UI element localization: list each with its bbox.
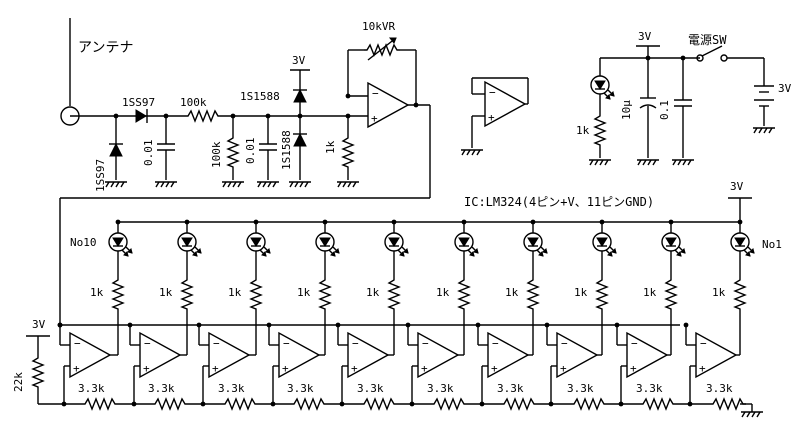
res-led-1k-label: 1k <box>228 286 242 299</box>
ladder-stage-1: 1k 3.3k <box>683 219 755 410</box>
antenna-label: アンテナ <box>78 40 133 56</box>
comparator-opamp <box>556 332 598 378</box>
led-icon <box>523 232 548 257</box>
led-icon <box>108 232 133 257</box>
comparator-opamp <box>69 332 111 378</box>
res-ladder-33k-label: 3.3k <box>567 382 594 395</box>
comparator-opamp <box>347 332 389 378</box>
opamp-reference-symbol <box>460 77 529 156</box>
supply-3v-led-label: 3V <box>730 180 744 193</box>
antenna-section: アンテナ <box>60 18 133 126</box>
res-ladder-33k-label: 3.3k <box>706 382 733 395</box>
res-led-1k-label: 1k <box>90 286 104 299</box>
led-no1-label: No1 <box>762 238 782 251</box>
res-led-1k-label: 1k <box>712 286 726 299</box>
led-icon <box>592 232 617 257</box>
res-100k-shunt-label: 100k <box>210 141 223 168</box>
ic-note-label: IC:LM324(4ピン+V、11ピンGND) <box>464 195 654 209</box>
res-led-1k-label: 1k <box>159 286 173 299</box>
led-icon <box>315 232 340 257</box>
res-ladder-33k-label: 3.3k <box>636 382 663 395</box>
detector-section: 1SS97 1SS97 0.01 100k 100k 0.01 3V <box>94 54 368 192</box>
diode-1s1588-a-label: 1S1588 <box>240 90 280 103</box>
res-1k-input-label: 1k <box>324 140 337 154</box>
led-icon <box>246 232 271 257</box>
comparator-opamp <box>139 332 181 378</box>
cap-01-label: 0.1 <box>658 100 671 120</box>
ladder-stage-9: 1k 3.3k <box>127 219 222 410</box>
ladder-stage-6: 1k 3.3k <box>335 219 431 410</box>
diode-1ss97-series-label: 1SS97 <box>122 96 155 109</box>
preamp-section: 1k 10kVR <box>59 20 431 325</box>
diode-1ss97-shunt-label: 1SS97 <box>94 159 107 192</box>
res-ladder-33k-label: 3.3k <box>357 382 384 395</box>
led-icon <box>661 232 686 257</box>
comparator-opamp <box>208 332 250 378</box>
comparator-opamp <box>695 332 737 378</box>
power-switch-label: 電源SW <box>688 33 727 47</box>
comparator-opamp <box>278 332 320 378</box>
comparator-opamp <box>487 332 529 378</box>
cap-001-a-label: 0.01 <box>142 140 155 167</box>
res-led-1k-label: 1k <box>436 286 450 299</box>
res-ladder-33k-label: 3.3k <box>218 382 245 395</box>
cap-001-b-label: 0.01 <box>244 138 257 165</box>
res-1k-pwr-label: 1k <box>576 124 590 137</box>
res-ladder-33k-label: 3.3k <box>427 382 454 395</box>
supply-3v-pwr-label: 3V <box>638 30 652 43</box>
res-led-1k-label: 1k <box>643 286 657 299</box>
supply-3v-ladder-label: 3V <box>32 318 46 331</box>
res-led-1k-label: 1k <box>574 286 588 299</box>
ladder-stage-5: 1k 3.3k <box>405 219 501 410</box>
res-ladder-33k-label: 3.3k <box>78 382 105 395</box>
battery-3v-label: 3V <box>778 82 792 95</box>
ladder-stage-4: 1k 3.3k <box>475 219 571 410</box>
led-icon <box>177 232 202 257</box>
led-icon <box>454 232 479 257</box>
cap-10u-label: 10μ <box>620 100 633 120</box>
res-led-1k-label: 1k <box>366 286 380 299</box>
ladder-stage-3: 1k 3.3k <box>544 219 640 410</box>
led-icon <box>730 232 755 257</box>
res-ladder-33k-label: 3.3k <box>287 382 314 395</box>
ladder-stage-2: 1k 3.3k <box>614 219 710 410</box>
led-icon <box>384 232 409 257</box>
res-ladder-33k-label: 3.3k <box>148 382 175 395</box>
ladder-stage-8: 1k 3.3k <box>196 219 291 410</box>
res-100k-series-label: 100k <box>180 96 207 109</box>
led-bargraph-section: IC:LM324(4ピン+V、11ピンGND) 3V 1k3.3k1k3.3k1… <box>12 180 782 418</box>
supply-3v-bias-label: 3V <box>292 54 306 67</box>
res-led-1k-label: 1k <box>297 286 311 299</box>
led-no10-label: No10 <box>70 236 97 249</box>
diode-1s1588-b-label: 1S1588 <box>280 130 293 170</box>
ladder-stage-7: 1k 3.3k <box>266 219 361 410</box>
res-led-1k-label: 1k <box>505 286 519 299</box>
comparator-opamp <box>626 332 668 378</box>
res-ladder-33k-label: 3.3k <box>497 382 524 395</box>
vr-10k-label: 10kVR <box>362 20 395 33</box>
power-supply-section: 3V 1k 10μ 0.1 電源SW <box>576 30 792 166</box>
comparator-opamp <box>417 332 459 378</box>
res-22k-label: 22k <box>12 372 25 392</box>
